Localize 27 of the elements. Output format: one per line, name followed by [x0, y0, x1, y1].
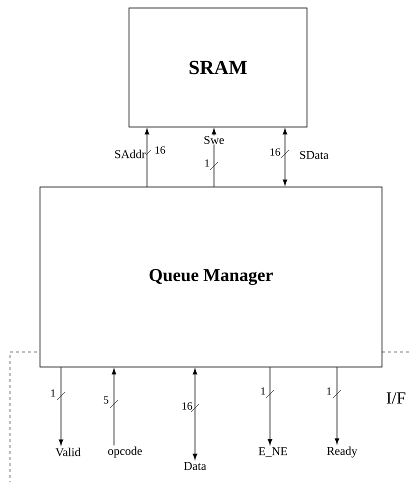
bus-width: 5	[104, 396, 108, 404]
signal-name: Ready	[327, 446, 358, 458]
signal-name: Valid	[55, 448, 81, 456]
bus-width: 16	[155, 146, 166, 154]
region-label: I/F	[386, 392, 406, 404]
bus-width: 16	[270, 148, 280, 156]
bus-width: 1	[205, 159, 210, 167]
bus-width: 1	[327, 387, 332, 395]
signal-name: Data	[184, 462, 206, 470]
edge-label: SData	[300, 150, 328, 160]
bus-width: 1	[261, 387, 266, 395]
bus-arrow	[144, 128, 150, 187]
bus-arrow	[58, 367, 64, 446]
bus-arrow	[192, 368, 198, 460]
edge-label: SAddr	[115, 150, 146, 158]
signal-name: opcode	[108, 446, 142, 458]
bus-arrow	[282, 128, 288, 186]
bus-arrow	[268, 367, 272, 445]
bus-width: 1	[51, 389, 56, 397]
bus-arrow	[112, 368, 116, 446]
bus-arrow	[334, 367, 340, 444]
bus-width: 16	[182, 402, 192, 410]
process-box: Queue Manager	[40, 186, 382, 368]
process-box: SRAM	[128, 8, 308, 128]
bus-arrow	[212, 128, 216, 187]
edge-label: Swe	[204, 136, 224, 144]
signal-name: E_NE	[258, 447, 288, 457]
